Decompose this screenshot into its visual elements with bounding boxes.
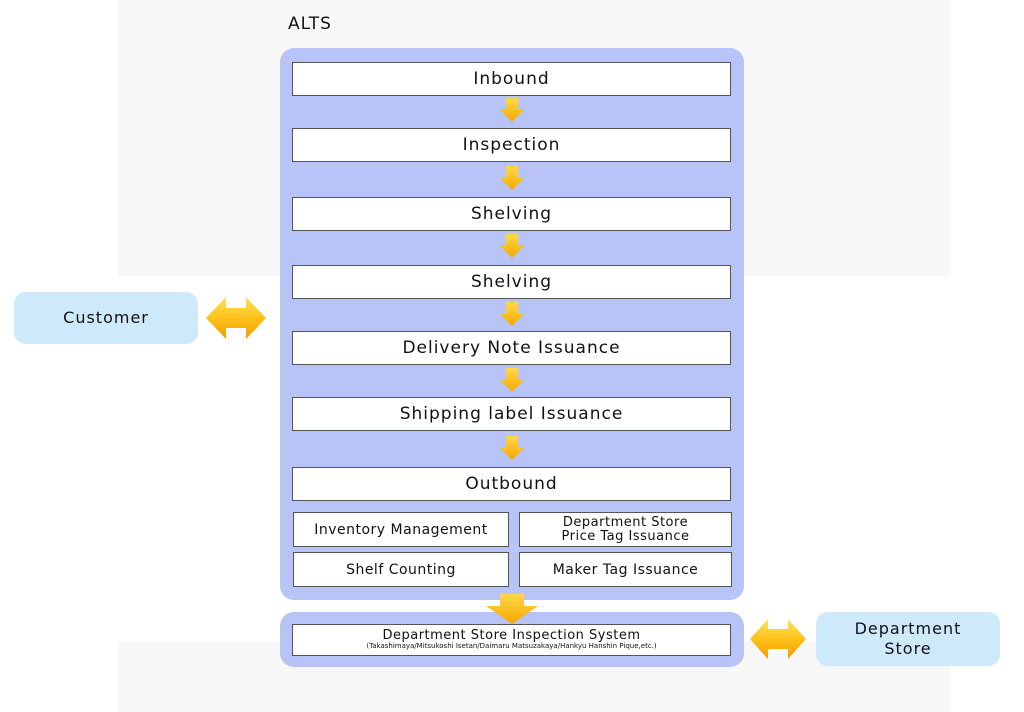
module-maker-tag-issuance: Maker Tag Issuance xyxy=(519,552,732,587)
department-store-line2: Store xyxy=(884,639,932,658)
step-shipping-label-issuance: Shipping label Issuance xyxy=(292,397,731,431)
module-inventory-management-label: Inventory Management xyxy=(314,521,488,538)
down-arrow-2 xyxy=(500,166,524,190)
customer-box: Customer xyxy=(14,292,198,344)
down-arrow-1 xyxy=(500,98,524,122)
step-shelving: Shelving xyxy=(292,197,731,231)
module-price-tag-issuance: Department Store Price Tag Issuance xyxy=(519,512,732,547)
customer-label: Customer xyxy=(63,308,149,327)
inspection-system-subtitle: (Takashimaya/Mitsukoshi Isetan/Daimaru M… xyxy=(366,642,657,650)
step-shelving-2: Shelving xyxy=(292,265,731,299)
down-arrow-5 xyxy=(500,368,524,392)
department-store-box: Department Store xyxy=(816,612,1000,666)
inspection-system-box: Department Store Inspection System (Taka… xyxy=(292,624,731,656)
down-arrow-6 xyxy=(500,436,524,460)
customer-bidirectional-arrow xyxy=(206,297,266,339)
module-shelf-counting: Shelf Counting xyxy=(293,552,509,587)
module-inventory-management: Inventory Management xyxy=(293,512,509,547)
inspection-system-title: Department Store Inspection System xyxy=(382,628,641,643)
module-price-tag-line2: Price Tag Issuance xyxy=(561,528,690,544)
down-arrow-3 xyxy=(500,234,524,258)
module-shelf-counting-label: Shelf Counting xyxy=(346,561,456,578)
department-store-bidirectional-arrow xyxy=(750,619,806,659)
down-arrow-to-inspection xyxy=(486,594,538,624)
diagram-title: ALTS xyxy=(288,14,332,34)
step-inbound: Inbound xyxy=(292,62,731,96)
step-outbound: Outbound xyxy=(292,467,731,501)
step-delivery-note-issuance: Delivery Note Issuance xyxy=(292,331,731,365)
down-arrow-4 xyxy=(500,302,524,326)
step-inspection: Inspection xyxy=(292,128,731,162)
department-store-line1: Department xyxy=(854,619,962,638)
module-price-tag-line1: Department Store xyxy=(562,514,689,530)
module-maker-tag-issuance-label: Maker Tag Issuance xyxy=(552,561,699,578)
